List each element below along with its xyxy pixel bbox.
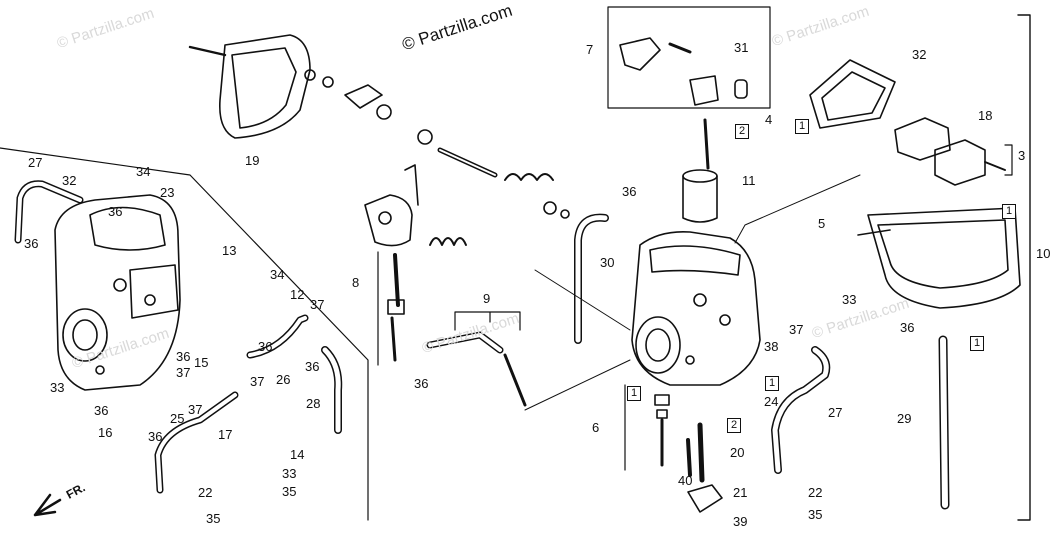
callout-label: 23 [160,185,175,200]
part-21 [687,484,723,513]
callout-label: 16 [98,425,113,440]
boxed-callout: 2 [727,418,742,433]
boxed-callout: 2 [735,124,750,139]
callout-label: 17 [218,427,233,442]
callout-label: 27 [28,155,43,170]
hose-27-left [14,180,84,244]
main-carburetor-body [631,230,761,386]
spring-top [504,173,554,181]
callout-label: 36 [305,359,320,374]
callout-label: 36 [108,204,123,219]
callout-label: 15 [194,355,209,370]
callout-label: 33 [282,466,297,481]
spring-mid [429,237,467,246]
callout-label: 37 [188,402,203,417]
part-8 [387,253,405,362]
callout-label: 6 [592,420,600,435]
callout-label: 25 [170,411,185,426]
callout-label: 13 [222,243,237,258]
callout-label: 27 [828,405,843,420]
boxed-callout: 1 [627,386,642,401]
callout-label: 24 [764,394,779,409]
float-3 [894,117,1006,186]
callout-label: 32 [912,47,927,62]
callout-label: 30 [600,255,615,270]
callout-label: 9 [483,291,491,306]
callout-label: 10 [1036,246,1051,261]
callout-label: 8 [352,275,360,290]
callout-label: 38 [764,339,779,354]
callout-label: 22 [198,485,213,500]
callout-label: 37 [250,374,265,389]
callout-label: 37 [789,322,804,337]
cover-19 [188,34,311,139]
callout-label: 36 [622,184,637,199]
callout-label: 28 [306,396,321,411]
boxed-callout: 1 [765,376,780,391]
callout-label: 36 [176,349,191,364]
left-frame-line [0,147,369,521]
callout-label: 37 [176,365,191,380]
callout-label: 37 [310,297,325,312]
callout-label: 11 [742,173,756,188]
callout-label: 22 [808,485,823,500]
lever-bracket [364,164,419,247]
callout-label: 20 [730,445,745,460]
callout-label: 3 [1018,148,1026,163]
linkage-box [607,6,771,109]
callout-label: 5 [818,216,826,231]
boxed-callout: 1 [970,336,985,351]
callout-label: 4 [765,112,773,127]
cylinder-11 [682,169,718,223]
boxed-callout: 1 [795,119,810,134]
callout-label: 36 [148,429,163,444]
callout-label: 32 [62,173,77,188]
callout-label: 19 [245,153,260,168]
callout-label: 29 [897,411,912,426]
hose-30 [574,213,609,344]
boxed-callout: 1 [1002,204,1017,219]
fitting-9 [426,331,527,407]
callout-label: 40 [678,473,693,488]
bracket-10 [1017,14,1031,521]
callout-label: 14 [290,447,305,462]
callout-label: 12 [290,287,305,302]
callout-label: 31 [734,40,749,55]
front-arrow [33,493,62,517]
callout-label: 34 [270,267,285,282]
callout-label: 39 [733,514,748,529]
callout-label: 36 [258,339,273,354]
callout-label: 36 [24,236,39,251]
float-bowl [857,207,1021,309]
jet-stack [654,394,670,467]
callout-label: 18 [978,108,993,123]
callout-label: 21 [733,485,748,500]
callout-label: 26 [276,372,291,387]
callout-label: 35 [282,484,297,499]
needle-valve [697,422,705,483]
callout-label: 36 [414,376,429,391]
callout-label: 35 [206,511,221,526]
callout-label: 33 [842,292,857,307]
callout-label: 36 [900,320,915,335]
callout-label: 35 [808,507,823,522]
callout-label: 33 [50,380,65,395]
callout-label: 7 [586,42,594,57]
callout-label: 36 [94,403,109,418]
callout-label: 34 [136,164,151,179]
left-carburetor-body [54,194,181,391]
gasket-4 [809,59,896,129]
